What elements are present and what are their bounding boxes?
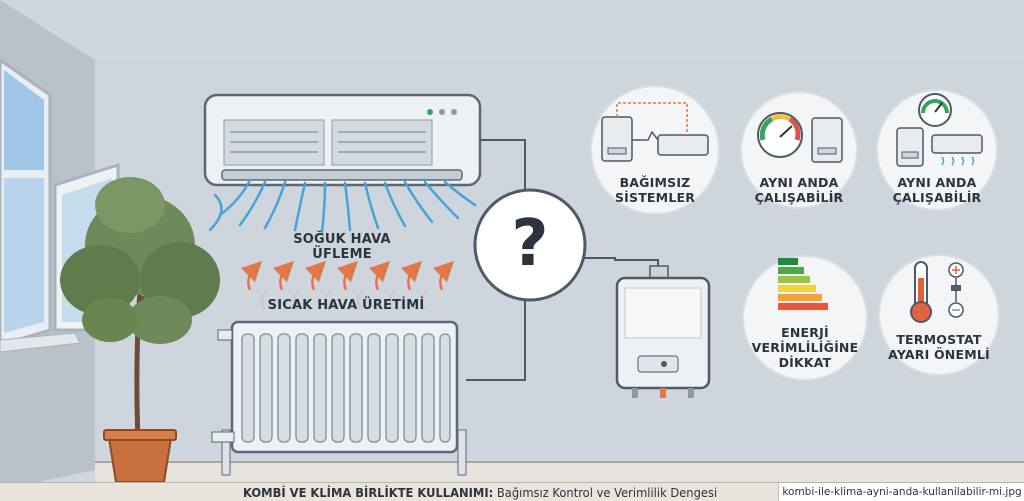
floor xyxy=(95,462,1024,482)
combi-boiler xyxy=(615,265,711,398)
connector-lines xyxy=(466,139,659,381)
cold-air-label: SOĞUK HAVA ÜFLEME xyxy=(293,232,391,262)
card-simultaneous-1: AYNI ANDA ÇALIŞABİLİR xyxy=(744,175,854,205)
hot-air-label: SICAK HAVA ÜRETİMİ xyxy=(267,298,425,313)
card-independent-systems: BAĞIMSIZ SİSTEMLER xyxy=(600,175,710,205)
independent-systems-icon xyxy=(601,102,709,162)
card-simultaneous-2: AYNI ANDA ÇALIŞABİLİR xyxy=(882,175,992,205)
energy-efficiency-icon xyxy=(778,258,828,310)
plant xyxy=(60,177,220,483)
card-line: BAĞIMSIZ xyxy=(619,175,691,190)
question-circle xyxy=(473,188,587,302)
caption-bar: KOMBİ VE KLİMA BİRLİKTE KULLANIMI: Bağım… xyxy=(0,482,1024,501)
card-line: DİKKAT xyxy=(778,355,832,370)
card-line: TERMOSTAT xyxy=(896,332,982,347)
card-line: AYNI ANDA xyxy=(759,175,839,190)
card-line: ENERJİ xyxy=(781,325,829,340)
cold-air-flow xyxy=(208,178,477,234)
gauge-boiler-icon xyxy=(757,112,843,163)
radiator xyxy=(211,320,467,476)
card-energy-efficiency: ENERJİ VERİMLİLİĞİNE DİKKAT xyxy=(745,325,865,370)
filename-label: kombi-ile-klima-ayni-anda-kullanilabilir… xyxy=(778,483,1024,501)
card-line: AYARI ÖNEMLİ xyxy=(888,347,990,362)
card-line: AYNI ANDA xyxy=(897,175,977,190)
card-line: ÇALIŞABİLİR xyxy=(892,190,982,205)
caption-rest: Bağımsız Kontrol ve Verimlilik Dengesi xyxy=(493,485,718,500)
card-line: ÇALIŞABİLİR xyxy=(754,190,844,205)
thermostat-icon xyxy=(910,261,964,323)
caption-bold: KOMBİ VE KLİMA BİRLİKTE KULLANIMI: xyxy=(243,485,494,500)
caption: KOMBİ VE KLİMA BİRLİKTE KULLANIMI: Bağım… xyxy=(243,485,717,500)
card-line: SİSTEMLER xyxy=(614,190,696,205)
gauge-boiler-ac-icon xyxy=(896,93,983,167)
card-thermostat: TERMOSTAT AYARI ÖNEMLİ xyxy=(879,332,999,362)
card-line: VERİMLİLİĞİNE xyxy=(751,340,859,355)
hot-air-flow xyxy=(240,260,455,291)
question-mark: ? xyxy=(511,207,549,281)
air-conditioner xyxy=(203,93,482,187)
